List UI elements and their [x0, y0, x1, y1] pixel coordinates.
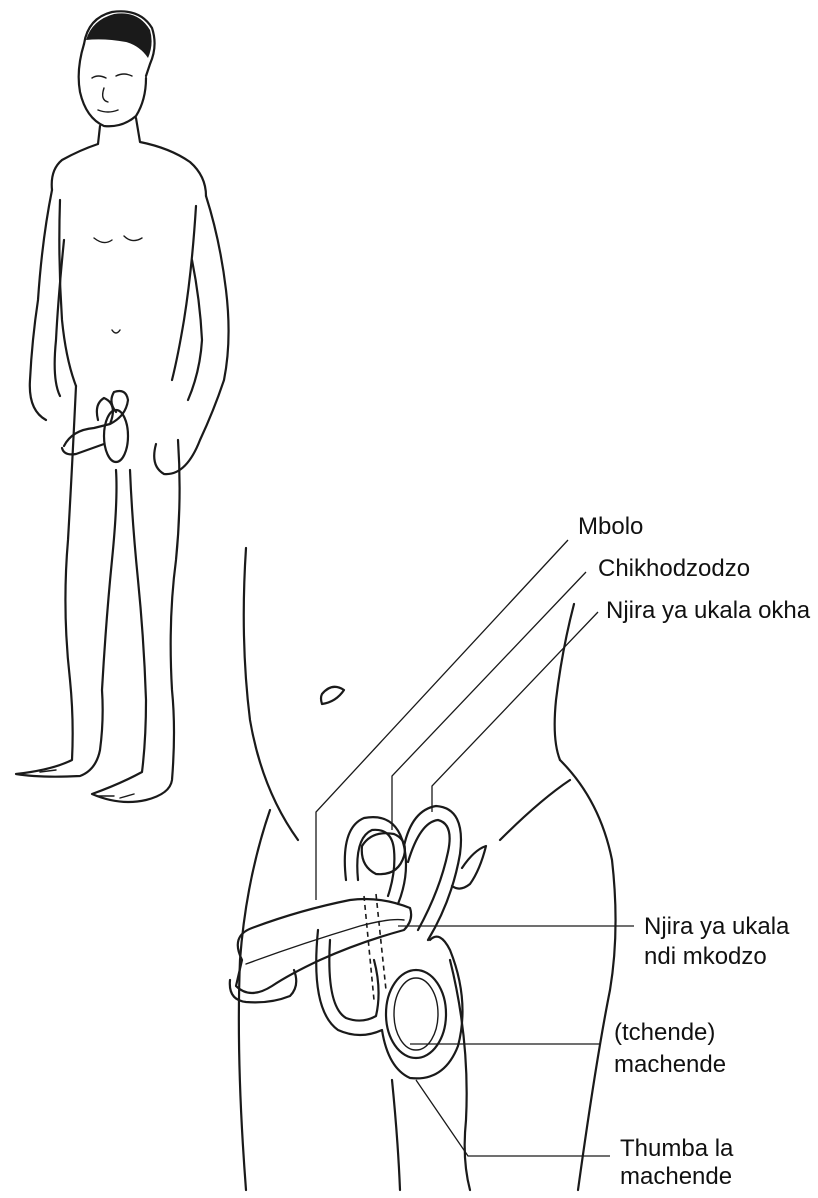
- leader-lines: [316, 540, 634, 1156]
- man-penis-outline: [62, 444, 104, 454]
- groin-crease: [500, 780, 570, 840]
- label-scrotum-line2: machende: [620, 1162, 732, 1192]
- man-right-leg: [92, 440, 180, 802]
- pelvis-detail-figure: [230, 548, 616, 1190]
- vas-loop-right-inner: [408, 820, 450, 930]
- label-urethra-line2: ndi mkodzo: [644, 942, 767, 972]
- man-chest-details: [94, 236, 142, 333]
- bladder-outline: [362, 833, 405, 874]
- standing-man-figure: [16, 11, 229, 802]
- man-torso: [59, 200, 196, 386]
- label-testes-line1: (tchende): [614, 1018, 715, 1048]
- vas-loop-right-outer: [404, 806, 461, 940]
- abdomen-left-contour: [244, 548, 298, 840]
- right-testis-inner: [394, 978, 438, 1050]
- right-hip-thigh-contour: [560, 760, 616, 1190]
- man-neck-shoulders: [52, 118, 206, 196]
- label-scrotum-line1: Thumba la: [620, 1134, 733, 1164]
- man-testis-outline: [104, 410, 128, 462]
- leader-penis: [316, 540, 568, 900]
- man-facial-features: [92, 74, 132, 112]
- label-testes-line2: machende: [614, 1050, 726, 1080]
- right-testis: [386, 970, 446, 1058]
- abdomen-right-contour: [555, 604, 574, 760]
- label-urethra-line1: Njira ya ukala: [644, 912, 789, 942]
- vas-loop-left-inner: [357, 830, 394, 896]
- label-penis: Mbolo: [578, 512, 643, 542]
- label-vas-deferens: Njira ya ukala okha: [606, 596, 810, 626]
- leader-scrotum: [416, 1080, 610, 1156]
- vas-hidden-dashes: [364, 894, 386, 1000]
- navel-icon: [321, 687, 344, 704]
- label-epididymis: Chikhodzodzo: [598, 554, 750, 584]
- man-face: [79, 44, 146, 126]
- man-right-arm: [154, 196, 228, 474]
- leader-vas-deferens: [432, 612, 598, 812]
- left-thigh-contour: [239, 810, 270, 1190]
